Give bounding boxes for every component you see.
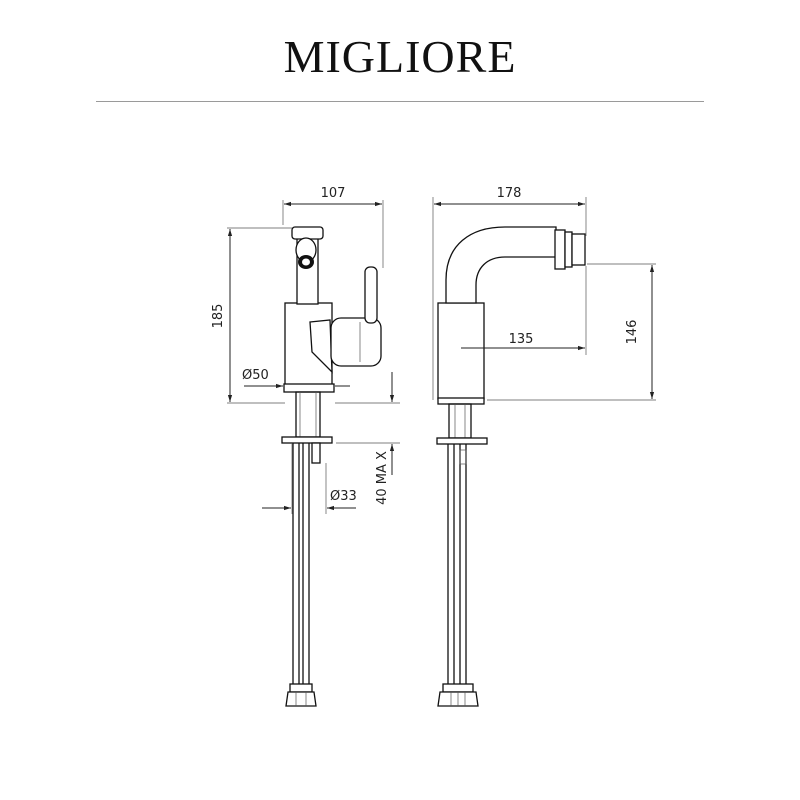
dimension-spout-reach: 135: [509, 332, 534, 347]
side-nozzle-ring-1: [554, 229, 566, 270]
dimension-max-thickness: 40 MA X: [375, 451, 390, 505]
product-title: MIGLIORE: [283, 31, 517, 82]
dimension-base-diameter: Ø50: [242, 368, 269, 383]
dimension-spout-height: 146: [625, 320, 640, 345]
side-nozzle-tip: [571, 233, 586, 266]
side-spout: [445, 226, 557, 304]
front-aerator-center: [302, 258, 310, 266]
dimension-front-width: 107: [321, 186, 346, 201]
dimension-hole-diameter: Ø33: [330, 489, 357, 504]
front-lever-housing: [330, 317, 382, 367]
dimension-side-width: 178: [497, 186, 522, 201]
front-spout-top: [291, 226, 324, 240]
side-body: [437, 302, 485, 400]
front-lever-handle: [364, 266, 378, 324]
front-hose-nut: [285, 691, 317, 707]
side-view: 178 135 146: [432, 186, 656, 707]
front-view: 107 185 Ø50 40 MA X Ø33: [211, 186, 400, 707]
title-divider: [96, 101, 704, 102]
side-nozzle-ring-2: [564, 231, 573, 268]
front-base-ring: [283, 383, 335, 393]
front-lever-joint: [309, 319, 333, 374]
dimension-front-height: 185: [211, 304, 226, 329]
